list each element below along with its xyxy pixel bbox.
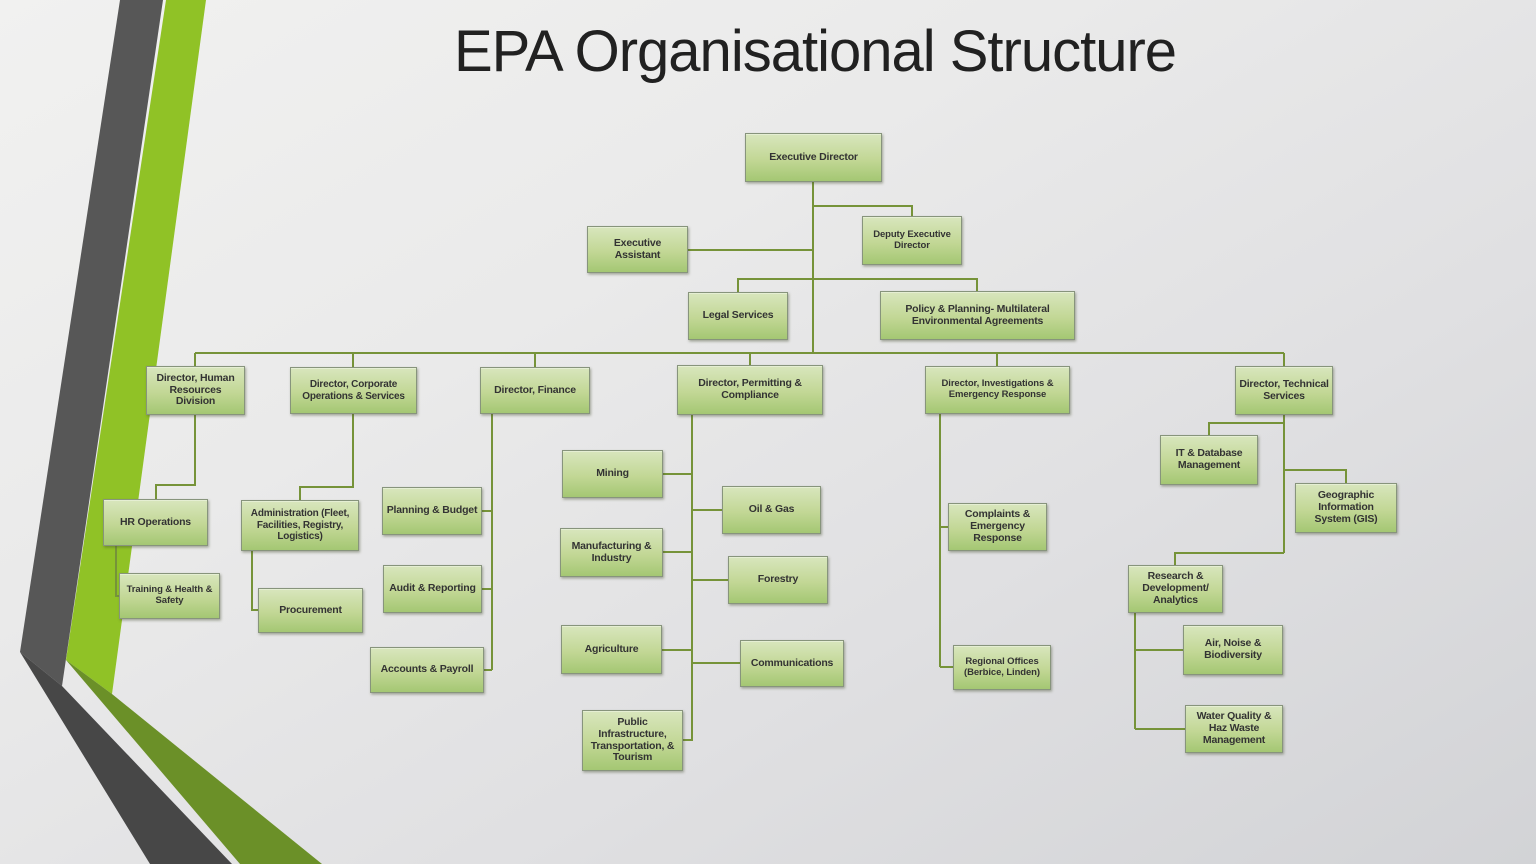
org-node-research-development-analytics: Research & Development/ Analytics: [1128, 565, 1223, 613]
org-node-public-infrastructure: Public Infrastructure, Transportation, &…: [582, 710, 683, 771]
org-node-deputy-executive-director: Deputy Executive Director: [862, 216, 962, 265]
connector-finance-branch: [482, 414, 493, 671]
org-node-policy-planning-mea: Policy & Planning- Multilateral Environm…: [880, 291, 1075, 340]
org-node-director-finance: Director, Finance: [480, 367, 590, 414]
org-node-communications: Communications: [740, 640, 844, 687]
org-node-administration: Administration (Fleet, Facilities, Regis…: [241, 500, 359, 551]
org-node-hr-operations: HR Operations: [103, 499, 208, 546]
org-node-executive-director: Executive Director: [745, 133, 882, 182]
org-node-planning-budget: Planning & Budget: [382, 487, 482, 535]
org-node-director-technical: Director, Technical Services: [1235, 366, 1333, 415]
org-node-mining: Mining: [562, 450, 663, 498]
slide-title: EPA Organisational Structure: [453, 19, 1177, 84]
org-node-manufacturing-industry: Manufacturing & Industry: [560, 528, 663, 577]
org-node-complaints-emergency-response: Complaints & Emergency Response: [948, 503, 1047, 551]
org-node-procurement: Procurement: [258, 588, 363, 633]
org-node-director-corporate: Director, Corporate Operations & Service…: [290, 367, 417, 414]
org-node-air-noise-biodiversity: Air, Noise & Biodiversity: [1183, 625, 1283, 675]
org-node-geographic-information-system: Geographic Information System (GIS): [1295, 483, 1397, 533]
org-node-director-investigations: Director, Investigations & Emergency Res…: [925, 366, 1070, 414]
org-node-director-hr: Director, Human Resources Division: [146, 366, 245, 415]
org-node-executive-assistant: Executive Assistant: [587, 226, 688, 273]
org-node-it-database-management: IT & Database Management: [1160, 435, 1258, 485]
org-node-regional-offices: Regional Offices (Berbice, Linden): [953, 645, 1051, 690]
org-node-forestry: Forestry: [728, 556, 828, 604]
org-node-oil-gas: Oil & Gas: [722, 486, 821, 534]
green-stripe-lower: [66, 660, 322, 864]
org-node-legal-services: Legal Services: [688, 292, 788, 340]
org-node-accounts-payroll: Accounts & Payroll: [370, 647, 484, 693]
connector-research-branch: [1134, 613, 1185, 730]
org-node-director-permitting: Director, Permitting & Compliance: [677, 365, 823, 415]
org-node-training-health-safety: Training & Health & Safety: [119, 573, 220, 619]
org-node-audit-reporting: Audit & Reporting: [383, 565, 482, 613]
gray-stripe-lower: [20, 652, 232, 864]
org-node-agriculture: Agriculture: [561, 625, 662, 674]
org-node-water-quality-haz-waste: Water Quality & Haz Waste Management: [1185, 705, 1283, 753]
